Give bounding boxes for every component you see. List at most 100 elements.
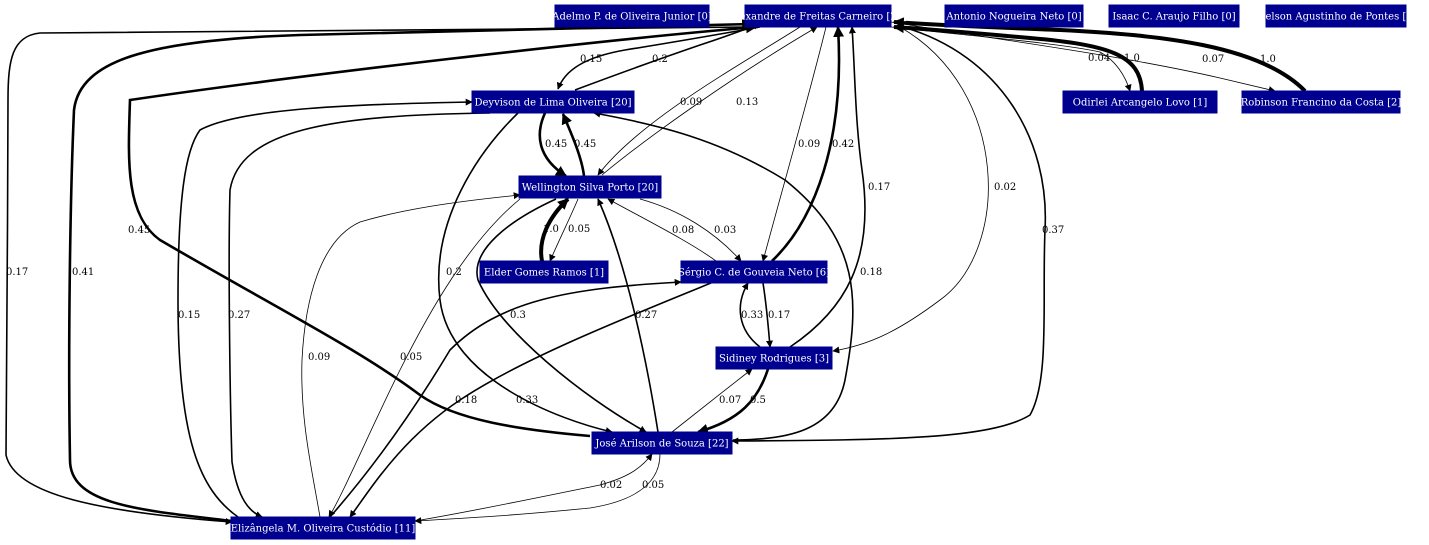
edge-weight-label: 0.33 xyxy=(516,395,538,406)
node-isaac: Isaac C. Araujo Filho [0] xyxy=(1108,4,1240,28)
edge-weight-label: 0.07 xyxy=(719,395,741,406)
edge-sergio-to-wellington xyxy=(607,198,717,262)
node-label: Robinson Francino da Costa [2] xyxy=(1241,98,1402,109)
node-box xyxy=(518,175,662,199)
node-jose: José Arilson de Souza [22] xyxy=(591,431,733,455)
edge-weight-label: 0.45 xyxy=(574,139,596,150)
edge-jose-to-elizangela xyxy=(414,453,661,525)
edge-weight-label: 0.13 xyxy=(736,97,758,108)
edge-weight-label: 0.2 xyxy=(652,54,668,65)
node-odirlei: Odirlei Arcangelo Lovo [1] xyxy=(1062,90,1218,114)
node-box xyxy=(471,90,635,114)
edge-weight-label: 0.45 xyxy=(128,225,150,236)
edge-weight-label: 0.5 xyxy=(750,395,766,406)
edge-jose-to-deyvison xyxy=(593,110,854,441)
nodes-layer: Adelmo P. de Oliveira Junior [0] Alexandr… xyxy=(230,4,1417,540)
node-alexandre: Alexandre de Freitas Carneiro [27] xyxy=(728,4,907,28)
node-label: Isaac C. Araujo Filho [0] xyxy=(1112,12,1235,23)
edge-alexandre-to-sidiney xyxy=(832,26,989,354)
edge-deyvison-to-elizangela xyxy=(228,112,491,518)
edge-elizangela-to-jose xyxy=(414,453,653,522)
edge-weight-label: 0.15 xyxy=(178,310,200,321)
edge-odirlei-to-alexandre xyxy=(892,22,1144,92)
node-box xyxy=(591,431,733,455)
edge-elder-to-wellington xyxy=(539,197,570,262)
edge-weight-label: 0.15 xyxy=(580,54,602,65)
edge-weight-label: 0.09 xyxy=(798,139,820,150)
edge-alexandre-to-jose xyxy=(731,26,1047,445)
node-label: Joelson Agustinho de Pontes [0] xyxy=(1254,12,1416,23)
edge-weight-label: 0.04 xyxy=(1088,53,1110,64)
node-label: Elizângela M. Oliveira Custódio [11] xyxy=(231,524,416,535)
node-joelson: Joelson Agustinho de Pontes [0] xyxy=(1254,4,1417,28)
node-label: José Arilson de Souza [22] xyxy=(594,439,728,450)
node-box xyxy=(744,4,892,28)
edge-weight-label: 0.18 xyxy=(455,395,477,406)
edge-weight-label: 0.2 xyxy=(446,267,462,278)
edge-sidiney-to-jose xyxy=(696,368,770,435)
edge-wellington-to-sergio xyxy=(639,198,742,262)
node-deyvison: Deyvison de Lima Oliveira [20] xyxy=(471,90,635,114)
edge-wellington-to-elder xyxy=(549,198,579,262)
node-box xyxy=(1241,90,1401,114)
edge-wellington-to-deyvison xyxy=(561,112,586,177)
edge-weight-label: 0.05 xyxy=(568,224,590,235)
node-box xyxy=(1108,4,1240,28)
edge-wellington-to-jose xyxy=(476,198,647,433)
edge-weight-label: 0.09 xyxy=(680,97,702,108)
node-wellington: Wellington Silva Porto [20] xyxy=(518,175,662,199)
node-box xyxy=(554,4,710,28)
node-sidiney: Sidiney Rodrigues [3] xyxy=(715,346,833,370)
node-sergio: Sérgio C. de Gouveia Neto [6] xyxy=(678,260,830,284)
edge-weight-label: 0.08 xyxy=(672,225,694,236)
node-box xyxy=(479,260,609,284)
edge-weight-label: 0.17 xyxy=(868,182,890,193)
edge-weight-label: 0.09 xyxy=(308,352,330,363)
edge-alexandre-to-sergio xyxy=(761,26,827,262)
edge-weight-label: 0.41 xyxy=(72,267,94,278)
edge-wellington-to-elizangela xyxy=(328,198,521,518)
node-label: Adelmo P. de Oliveira Junior [0] xyxy=(551,12,712,23)
edge-alexandre-to-robinson xyxy=(890,21,1276,93)
node-box xyxy=(1265,4,1407,28)
edge-weight-label: 0.17 xyxy=(768,310,790,321)
edge-weight-label: 0.02 xyxy=(600,480,622,491)
node-label: Antonio Nogueira Neto [0] xyxy=(945,12,1081,23)
edge-jose-to-sidiney xyxy=(671,368,753,433)
edge-weight-label: 0.45 xyxy=(545,139,567,150)
edge-alexandre-to-wellington xyxy=(597,26,801,176)
edge-weight-label: 0.18 xyxy=(860,267,882,278)
edge-elizangela-to-sergio xyxy=(329,278,682,518)
edge-sidiney-to-sergio xyxy=(739,282,761,348)
node-label: Alexandre de Freitas Carneiro [27] xyxy=(728,12,907,23)
node-adelmo: Adelmo P. de Oliveira Junior [0] xyxy=(551,4,712,28)
edge-jose-to-wellington xyxy=(597,198,659,433)
edge-weight-label: 1.0 xyxy=(543,224,559,235)
node-box xyxy=(715,346,833,370)
node-label: Odirlei Arcangelo Lovo [1] xyxy=(1073,98,1208,109)
node-robinson: Robinson Francino da Costa [2] xyxy=(1241,90,1402,114)
edge-elizangela-to-wellington xyxy=(301,192,521,518)
edge-deyvison-to-wellington xyxy=(538,112,567,178)
edge-weight-label: 0.27 xyxy=(635,310,657,321)
edge-weight-label: 0.02 xyxy=(994,182,1016,193)
node-box xyxy=(680,260,828,284)
edge-elizangela-to-deyvison xyxy=(177,98,473,518)
edge-weight-label: 0.05 xyxy=(400,352,422,363)
node-label: Elder Gomes Ramos [1] xyxy=(484,268,604,279)
edge-weight-label: 1.0 xyxy=(1124,53,1140,64)
edge-weight-label: 0.17 xyxy=(6,267,28,278)
edge-weight-label: 0.42 xyxy=(832,139,854,150)
node-box xyxy=(944,4,1084,28)
edge-wellington-to-alexandre xyxy=(601,26,818,176)
edge-weight-label: 0.05 xyxy=(642,480,664,491)
edge-weight-label: 0.27 xyxy=(228,310,250,321)
edge-weight-label: 0.03 xyxy=(714,225,736,236)
edge-jose-to-alexandre xyxy=(127,22,758,438)
node-box xyxy=(1062,90,1218,114)
edges-layer xyxy=(5,17,1307,526)
node-label: Wellington Silva Porto [20] xyxy=(522,183,658,194)
node-elizangela: Elizângela M. Oliveira Custódio [11] xyxy=(230,516,416,540)
